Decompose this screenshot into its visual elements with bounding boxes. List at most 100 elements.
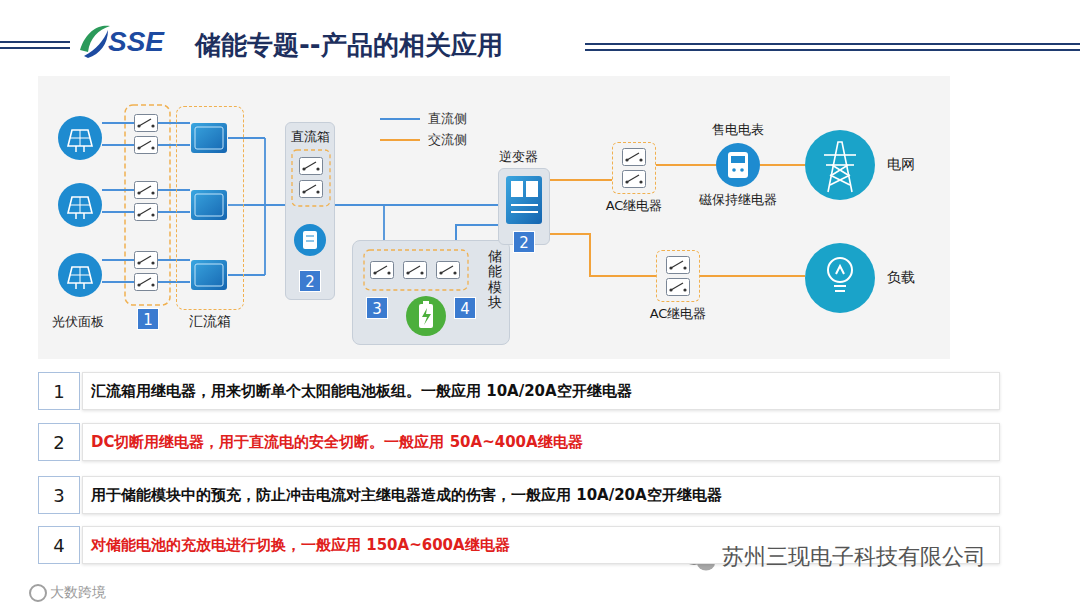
- row-number-cell: 4: [38, 526, 80, 564]
- header-rule-part: [0, 47, 70, 49]
- storage-internals: [364, 250, 468, 336]
- storage-internals-part: [404, 262, 427, 279]
- callout-number: 2: [299, 270, 321, 292]
- part-label: 光伏面板: [52, 313, 104, 331]
- callout-number: 1: [137, 308, 159, 330]
- bulb-icon-part: [828, 258, 852, 282]
- storage-internals-part: [422, 308, 431, 325]
- inverter-icon-part: [506, 176, 542, 224]
- dc-box-internals-part: [292, 150, 330, 206]
- logo-text: SSE: [108, 26, 164, 58]
- callout-number: 2: [513, 231, 535, 253]
- solar-panel-part: [58, 253, 102, 297]
- wire-connector: [760, 164, 805, 166]
- node-text: 负载: [887, 269, 915, 287]
- relay-symbol-part: [135, 252, 158, 269]
- legend-line: [380, 118, 420, 120]
- header-rule-part: [585, 49, 1080, 51]
- relay-symbol-part: [135, 137, 158, 154]
- node-text: 磁保持继电器: [699, 191, 777, 209]
- node-text: DC切断用继电器，用于直流电的安全切断。一般应用 50A~400A继电器: [91, 433, 583, 452]
- tower-icon-part: [830, 175, 850, 185]
- node-text: 对储能电池的充放电进行切换，一般应用 150A~600A继电器: [91, 536, 510, 555]
- legend-swatch: [380, 135, 420, 145]
- wire-connector: [456, 225, 498, 240]
- solar-panel: [58, 116, 102, 297]
- storage-internals-part: [406, 296, 446, 336]
- dc-wire-part: [228, 204, 244, 206]
- row-number-cell: 3: [38, 476, 80, 514]
- node-text: 汇流箱: [189, 313, 231, 331]
- node-text: 储能模块: [488, 249, 502, 311]
- page-title: 储能专题--产品的相关应用: [195, 28, 503, 63]
- tower-icon-part: [828, 142, 852, 192]
- inverter-icon-part: [511, 181, 523, 197]
- relay-symbol-part: [135, 204, 158, 221]
- storage-internals-part: [371, 262, 394, 279]
- wire-connector: [244, 204, 285, 206]
- watermark: 大数跨境: [50, 584, 106, 602]
- meter-icon: [728, 152, 748, 178]
- meter-icon-part: [731, 156, 745, 163]
- storage-internals-part: [364, 250, 468, 290]
- node-text: AC继电器: [606, 197, 663, 215]
- meter-icon-part: [740, 168, 744, 172]
- relay-symbol: [623, 149, 690, 296]
- combiner-icon-part: [191, 260, 227, 290]
- relay-group-outline: [125, 105, 170, 305]
- bulb-icon-part: [836, 266, 844, 274]
- diagram-panel-part: [38, 76, 950, 359]
- legend-text: 直流侧: [428, 110, 467, 128]
- dc-wire-part: [228, 274, 265, 276]
- dc-box-internals: [292, 150, 330, 256]
- legend-text: 交流侧: [428, 131, 467, 149]
- node-text: 直流箱: [291, 128, 330, 146]
- legend-line: [380, 139, 420, 141]
- dc-box-internals-part: [300, 158, 323, 175]
- logo-mark-part: [84, 30, 108, 58]
- legend-swatch: [380, 114, 420, 124]
- wire-connector: [550, 234, 656, 276]
- wire-connector: [700, 275, 805, 277]
- inverter-icon-part: [511, 211, 538, 213]
- solar-panel-part: [58, 183, 102, 227]
- row-number-cell: 1: [38, 372, 80, 410]
- dc-wire-part: [228, 137, 265, 139]
- diagram-panel: [38, 76, 950, 359]
- node-text: 电网: [887, 156, 915, 174]
- bulb-icon-part: [835, 290, 845, 292]
- tower-icon-part: [832, 165, 848, 175]
- inverter-icon-part: [526, 181, 538, 197]
- tower-icon-part: [832, 165, 848, 175]
- inverter-icon: [506, 176, 542, 224]
- node-text: 2: [53, 432, 64, 453]
- wire-connector: [335, 204, 498, 206]
- relay-symbol-part: [667, 257, 690, 274]
- node-text: 售电电表: [712, 121, 764, 139]
- dc-box-internals-part: [306, 241, 314, 242]
- node-text: 用于储能模块中的预充，防止冲击电流对主继电器造成的伤害，一般应用 10A/20A…: [91, 486, 722, 505]
- legend-item: 直流侧: [380, 110, 467, 128]
- watermark-icon-part: [30, 585, 46, 601]
- wire-connector: [550, 179, 612, 181]
- bulb-icon-part: [834, 285, 846, 287]
- bulb-icon: [828, 258, 852, 291]
- combiner-icon: [191, 123, 227, 290]
- row-text-cell: 用于储能模块中的预充，防止冲击电流对主继电器造成的伤害，一般应用 10A/20A…: [82, 476, 1000, 514]
- solar-panel-part: [58, 116, 102, 160]
- tower-icon: [824, 142, 856, 192]
- relay-symbol-part: [135, 274, 158, 291]
- relay-group-outline-part: [125, 105, 170, 305]
- row-number-cell: 2: [38, 423, 80, 461]
- storage-internals-part: [419, 304, 433, 328]
- tower-icon-part: [826, 164, 854, 166]
- dc-box-internals-part: [303, 231, 317, 249]
- relay-symbol-part: [135, 182, 158, 199]
- node-text: 汇流箱用继电器，用来切断单个太阳能电池板组。一般应用 10A/20A空开继电器: [91, 382, 632, 401]
- header-rule-part: [585, 43, 1080, 45]
- relay-symbol-part: [135, 115, 158, 132]
- dc-box-internals-part: [300, 181, 323, 198]
